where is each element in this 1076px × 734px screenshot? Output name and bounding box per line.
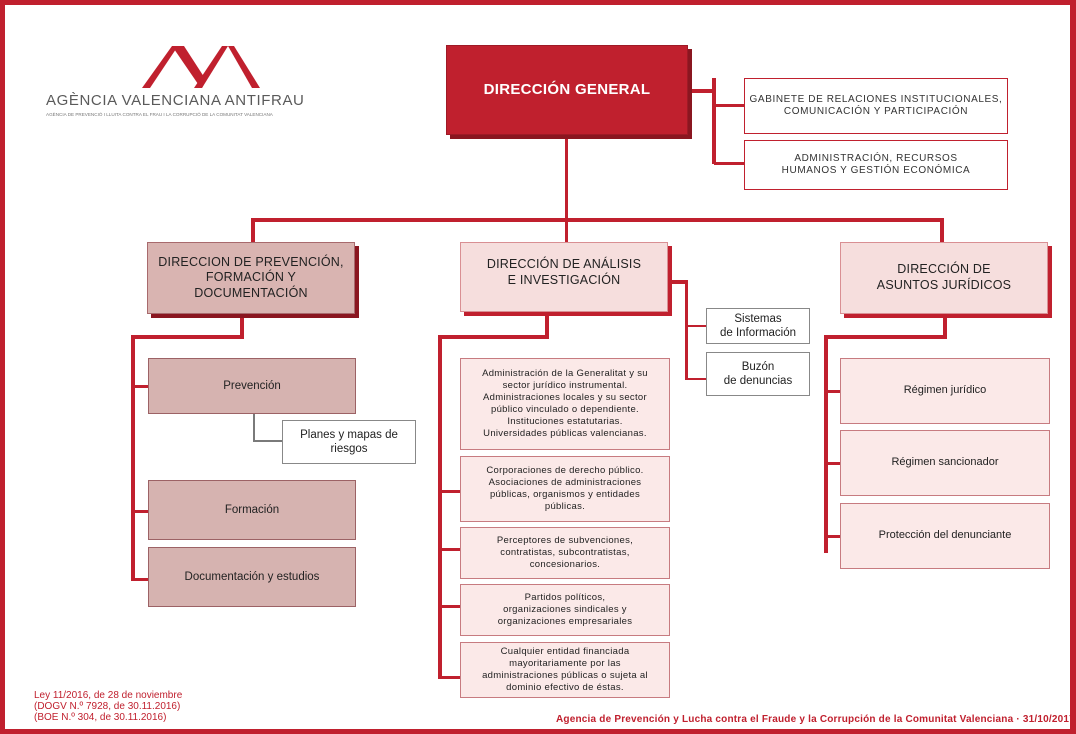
unit-buzon-denuncias: Buzón de denuncias: [706, 352, 810, 396]
direccion-general-box: DIRECCIÓN GENERAL: [446, 45, 688, 135]
entity-group: Cualquier entidad financiada mayoritaria…: [460, 642, 670, 698]
logo-name: AGÈNCIA VALENCIANA ANTIFRAU: [46, 92, 305, 109]
unit-regimen-juridico-label: Régimen jurídico: [903, 384, 987, 397]
logo-mark-icon: [142, 46, 260, 88]
unit-regimen-juridico: Régimen jurídico: [840, 358, 1050, 424]
unit-prevencion: Prevención: [148, 358, 356, 414]
planes-riesgos-note: Planes y mapas de riesgos: [282, 420, 416, 464]
unit-formacion: Formación: [148, 480, 356, 540]
unit-documentacion: Documentación y estudios: [148, 547, 356, 607]
entity-label: Corporaciones de derecho público. Asocia…: [486, 465, 644, 512]
administracion-box: ADMINISTRACIÓN, RECURSOS HUMANOS Y GESTI…: [744, 140, 1008, 190]
direccion-juridicos-box: DIRECCIÓN DE ASUNTOS JURÍDICOS: [840, 242, 1048, 314]
entity-group: Perceptores de subvenciones, contratista…: [460, 527, 670, 579]
unit-sistemas-label: Sistemas de Información: [719, 312, 797, 339]
gabinete-box: GABINETE DE RELACIONES INSTITUCIONALES, …: [744, 78, 1008, 134]
unit-regimen-sancionador-label: Régimen sancionador: [891, 456, 999, 469]
entity-label: Administración de la Generalitat y su se…: [482, 368, 648, 439]
unit-documentacion-label: Documentación y estudios: [184, 570, 320, 583]
unit-regimen-sancionador: Régimen sancionador: [840, 430, 1050, 496]
unit-formacion-label: Formación: [224, 503, 280, 516]
direccion-analisis-box: DIRECCIÓN DE ANÁLISIS E INVESTIGACIÓN: [460, 242, 668, 312]
footer-credit: Agencia de Prevención y Lucha contra el …: [556, 714, 1075, 725]
direccion-juridicos-label: DIRECCIÓN DE ASUNTOS JURÍDICOS: [876, 262, 1012, 292]
direccion-general-label: DIRECCIÓN GENERAL: [483, 80, 651, 98]
direccion-prevencion-box: DIRECCION DE PREVENCIÓN, FORMACIÓN Y DOC…: [147, 242, 355, 314]
law-reference: Ley 11/2016, de 28 de noviembre (DOGV N.…: [34, 690, 183, 723]
entity-label: Partidos políticos, organizaciones sindi…: [497, 592, 633, 627]
agency-logo: AGÈNCIA VALENCIANA ANTIFRAU AGÈNCIA DE P…: [46, 40, 336, 130]
direccion-analisis-label: DIRECCIÓN DE ANÁLISIS E INVESTIGACIÓN: [486, 257, 642, 287]
unit-buzon-label: Buzón de denuncias: [723, 360, 793, 387]
entity-group: Corporaciones de derecho público. Asocia…: [460, 456, 670, 522]
unit-proteccion-label: Protección del denunciante: [878, 529, 1012, 542]
direccion-prevencion-label: DIRECCION DE PREVENCIÓN, FORMACIÓN Y DOC…: [158, 254, 344, 300]
administracion-label: ADMINISTRACIÓN, RECURSOS HUMANOS Y GESTI…: [781, 152, 971, 177]
unit-prevencion-label: Prevención: [223, 379, 281, 392]
entity-label: Cualquier entidad financiada mayoritaria…: [482, 646, 648, 693]
gabinete-label: GABINETE DE RELACIONES INSTITUCIONALES, …: [749, 93, 1003, 118]
planes-riesgos-label: Planes y mapas de riesgos: [300, 428, 398, 455]
entity-group: Partidos políticos, organizaciones sindi…: [460, 584, 670, 636]
unit-proteccion-denunciante: Protección del denunciante: [840, 503, 1050, 569]
entity-label: Perceptores de subvenciones, contratista…: [496, 535, 634, 570]
entity-group: Administración de la Generalitat y su se…: [460, 358, 670, 450]
logo-subtitle: AGÈNCIA DE PREVENCIÓ I LLUITA CONTRA EL …: [46, 112, 273, 117]
unit-sistemas-informacion: Sistemas de Información: [706, 308, 810, 344]
